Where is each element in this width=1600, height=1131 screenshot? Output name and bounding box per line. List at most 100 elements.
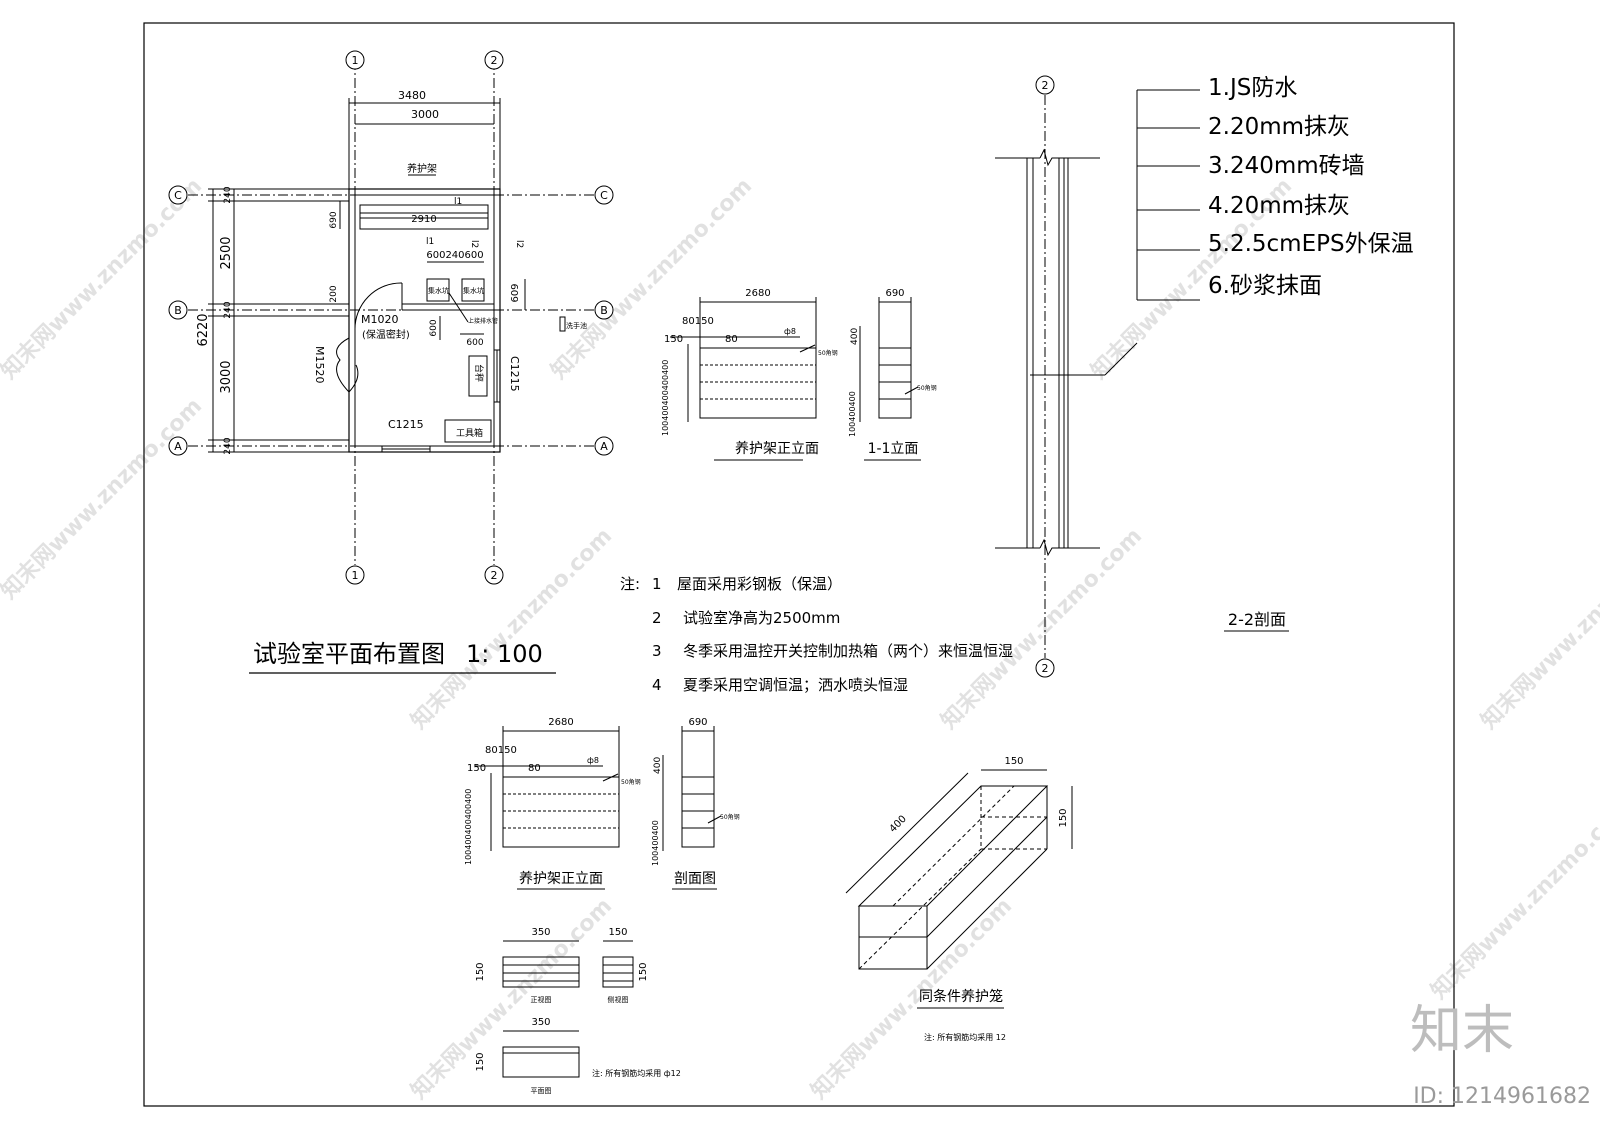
watermark-text: 知末网www.znzmo.com — [936, 523, 1147, 734]
axis-label-2: 2 — [491, 54, 498, 67]
axis-label-2: 2 — [1042, 662, 1049, 675]
notes: 注: 1 屋面采用彩钢板（保温） 2 试验室净高为2500mm 3 冬季采用温控… — [620, 575, 1013, 694]
label-l2: l2 — [469, 240, 479, 248]
dim-2680: 2680 — [745, 288, 770, 299]
dim-2680: 2680 — [548, 717, 573, 728]
axis-label-c: C — [174, 189, 182, 202]
dim-3000-vertical: 3000 — [219, 360, 234, 393]
label-angle-steel: 50角钢 — [818, 349, 838, 357]
note-num: 4 — [652, 676, 662, 694]
label-l1: l1 — [426, 237, 434, 247]
rack-elevation-lower — [475, 726, 722, 851]
caption-curing-cage: 同条件养护笼 — [919, 988, 1003, 1005]
dim-400: 400 — [850, 328, 860, 345]
dim-150: 150 — [467, 763, 486, 774]
axis-label-1: 1 — [352, 569, 359, 582]
dim-80150: 80150 — [485, 745, 517, 756]
dim-240: 240 — [223, 437, 233, 454]
label-angle-steel: 50角钢 — [720, 813, 740, 821]
caption-plan-view: 平面图 — [531, 1087, 552, 1095]
caption-rack-front: 养护架正立面 — [519, 871, 603, 887]
dim-150: 150 — [1004, 756, 1023, 767]
rack-elevation-upper — [670, 297, 919, 422]
dim-600240600: 600240600 — [426, 250, 483, 261]
title-main: 试验室平面布置图 — [253, 640, 445, 668]
label-l2: l2 — [514, 240, 524, 248]
axis-label-2: 2 — [1042, 79, 1049, 92]
note-num: 1 — [652, 575, 662, 593]
watermark-text: 知末网www.znzmo.com — [0, 173, 207, 384]
axis-label-a: A — [174, 440, 182, 453]
axis-label-b: B — [174, 304, 182, 317]
lab-floor-plan — [188, 60, 596, 565]
dim-3480: 3480 — [398, 89, 426, 102]
dim-400: 400 — [888, 814, 909, 835]
dim-3000: 3000 — [411, 108, 439, 121]
note-num: 2 — [652, 609, 662, 627]
axis-labels: 1 2 1 2 C B A C B A — [174, 54, 608, 582]
wall-layers: 1.JS防水 2.20mm抹灰 3.240mm砖墙 4.20mm抹灰 5.2.5… — [1208, 75, 1414, 299]
caption-section: 剖面图 — [674, 871, 716, 887]
note-text: 屋面采用彩钢板（保温） — [677, 575, 842, 593]
axis-label-2: 2 — [491, 569, 498, 582]
note-text: 夏季采用空调恒温；洒水喷头恒湿 — [683, 676, 908, 694]
dim-2910: 2910 — [411, 214, 436, 225]
dim-350: 350 — [531, 1017, 550, 1028]
watermark-text: 知末网www.znzmo.com — [0, 393, 207, 604]
dim-400: 400 — [653, 757, 663, 774]
layer-4: 4.20mm抹灰 — [1208, 193, 1350, 219]
logo-text: 知末 — [1410, 1001, 1514, 1061]
wall-section-axis: 2 2 — [1035, 75, 1055, 678]
dim-150: 150 — [638, 962, 649, 981]
caption-2-2-section: 2-2剖面 — [1228, 610, 1286, 629]
plan-dimensions: 3480 3000 6220 2500 3000 240 240 240 690… — [196, 89, 524, 455]
dim-200: 200 — [329, 285, 339, 302]
label-door-m1020: M1020 — [361, 313, 399, 326]
layer-5: 5.2.5cmEPS外保温 — [1208, 231, 1414, 257]
watermark-text: 知末网www.znzmo.com — [1426, 793, 1600, 1004]
dim-150: 150 — [475, 962, 486, 981]
dim-240: 240 — [223, 301, 233, 318]
watermark-text: 知末网www.znzmo.com — [1476, 523, 1600, 734]
dims-vertical: 100400400400400 — [464, 789, 473, 865]
dim-150: 150 — [608, 927, 627, 938]
dim-600: 600 — [429, 319, 439, 336]
label-angle-steel: 50角钢 — [621, 778, 641, 786]
layer-2: 2.20mm抹灰 — [1208, 114, 1350, 140]
dims-vertical: 100400400400400 — [661, 360, 670, 436]
watermark-text: 知末网www.znzmo.com — [406, 893, 617, 1104]
axis-label-1: 1 — [352, 54, 359, 67]
note-text: 试验室净高为2500mm — [683, 609, 840, 627]
caption-front-view: 正视图 — [531, 995, 552, 1004]
dims-vertical: 100400400 — [651, 820, 660, 866]
dim-600: 600 — [466, 338, 483, 348]
label-phi8: ф8 — [587, 756, 599, 765]
note-text: 冬季采用温控开关控制加热箱（两个）来恒温恒湿 — [683, 642, 1013, 660]
cage-small-views-labels: 350 150 正视图 150 150 侧视图 350 150 平面图 注: 所… — [475, 927, 681, 1095]
label-device: 台秤 — [473, 364, 485, 382]
label-l1: l1 — [454, 197, 462, 207]
section-caption: 2-2剖面 — [1224, 610, 1289, 632]
dim-6220: 6220 — [196, 313, 211, 346]
dim-2500: 2500 — [219, 236, 234, 269]
note-num: 3 — [652, 642, 662, 660]
label-sink: 洗手池 — [566, 321, 587, 330]
drawing-frame — [143, 22, 1455, 1107]
label-window-right: C1215 — [508, 356, 521, 392]
dim-240: 240 — [223, 186, 233, 203]
rack-elevation-lower-labels: 2680 80150 150 80 ф8 50角钢 10040040040040… — [464, 717, 740, 890]
axis-label-a: A — [600, 440, 608, 453]
caption-side-view: 侧视图 — [608, 995, 629, 1004]
wall-section — [995, 89, 1200, 658]
layer-6: 6.砂浆抹面 — [1208, 273, 1322, 299]
layer-1: 1.JS防水 — [1208, 75, 1297, 101]
notes-prefix: 注: — [620, 575, 640, 593]
axis-markers — [168, 50, 614, 585]
label-door-m1520: M1520 — [313, 346, 326, 384]
curing-cage-isometric — [845, 769, 1073, 970]
axis-label-c: C — [600, 189, 608, 202]
label-toolbox: 工具箱 — [456, 427, 483, 439]
layer-3: 3.240mm砖墙 — [1208, 153, 1365, 179]
cage-small-views — [502, 940, 634, 1078]
label-door-note: (保温密封) — [362, 328, 410, 341]
